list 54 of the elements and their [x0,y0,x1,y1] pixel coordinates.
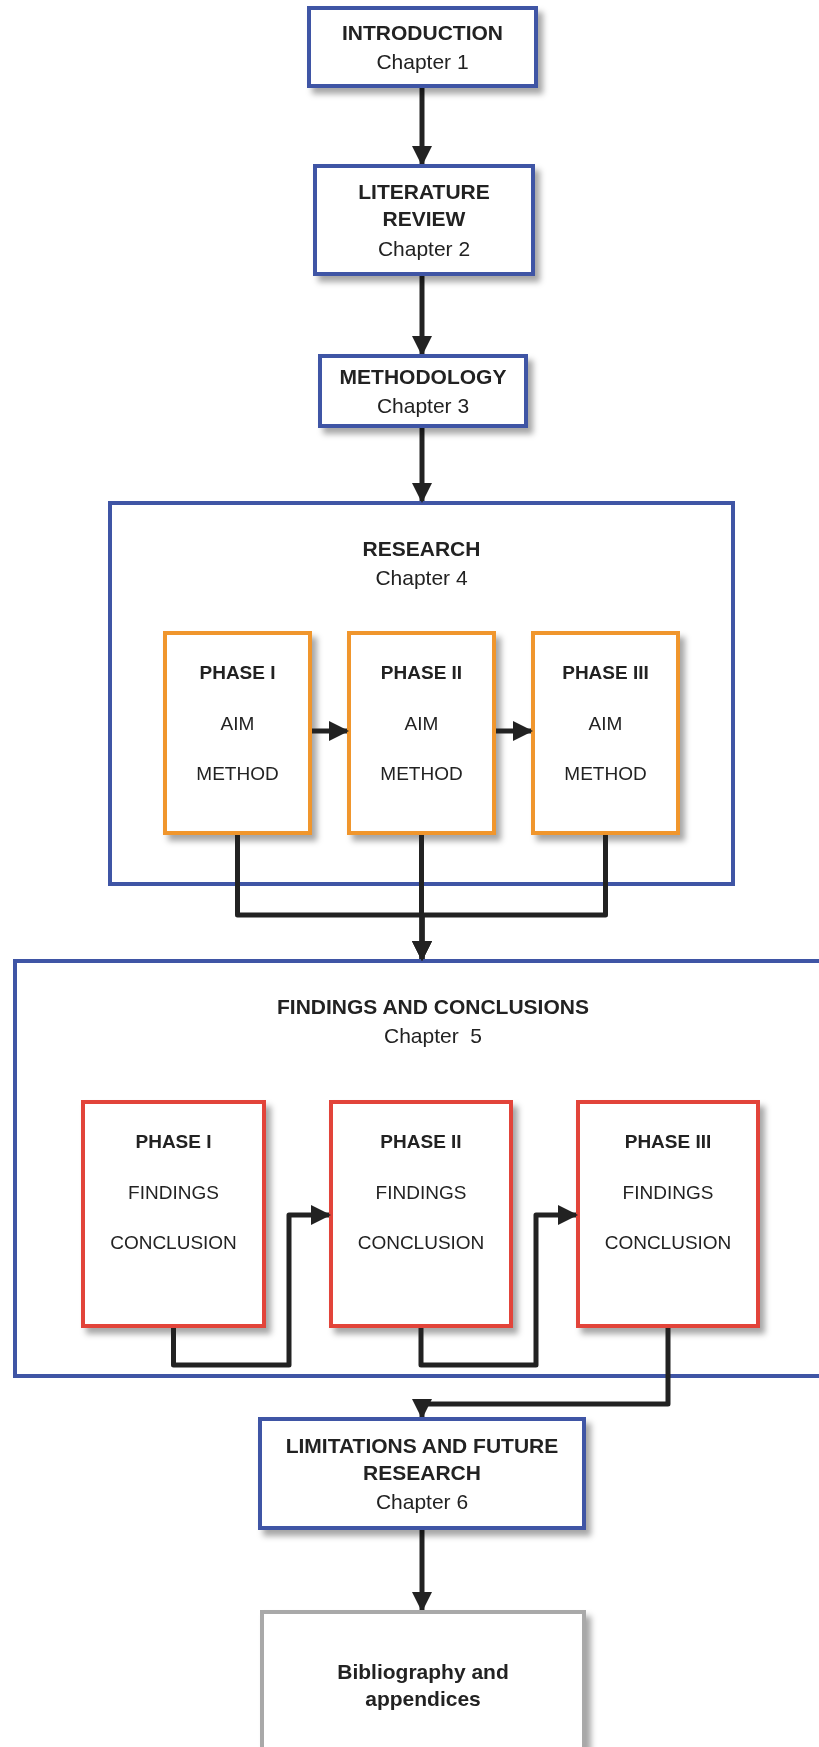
box-text: METHOD [564,762,647,787]
box-heading: Bibliography and appendices [336,1658,510,1712]
box-text: CONCLUSION [357,1231,485,1256]
box-text: AIM [220,711,255,736]
box-heading: PHASE III [624,1130,712,1154]
chapter-group-box [108,501,735,886]
arrow [312,721,349,741]
box-text: FINDINGS [622,1180,714,1205]
box-text: Chapter 5 [383,1023,483,1050]
box-heading: RESEARCH [362,536,481,562]
chapter-group-box [13,959,819,1378]
chapter-box [318,354,528,428]
arrow [412,428,432,503]
box-text: Chapter 1 [376,49,469,75]
box-heading: PHASE I [135,1130,212,1154]
box-heading: FINDINGS AND CONCLUSIONS [277,994,589,1020]
chapter-box [313,164,535,276]
arrow [171,1205,331,1368]
arrow [412,1328,671,1419]
phase-box [81,1100,266,1328]
box-heading: PHASE II [380,661,463,685]
box-text: Chapter 6 [375,1489,469,1516]
box-heading: LIMITATIONS AND FUTURE RESEARCH [284,1432,560,1486]
box-text: Chapter 4 [375,565,468,592]
arrow [412,88,432,166]
box-text: METHOD [196,762,279,787]
arrow [412,1530,432,1612]
box-text: Chapter 2 [377,235,471,262]
arrow [412,835,608,961]
box-heading: METHODOLOGY [339,363,507,390]
box-heading: LITERATURE REVIEW [357,179,491,233]
box-text: CONCLUSION [110,1231,237,1256]
chapter-box [307,6,538,88]
phase-box [329,1100,513,1328]
phase-box [531,631,680,835]
arrow [496,721,533,741]
box-text: AIM [588,711,623,736]
box-text: CONCLUSION [604,1231,732,1256]
box-text: METHOD [380,762,463,787]
phase-box [576,1100,760,1328]
chapter-box [258,1417,586,1530]
box-heading: INTRODUCTION [342,19,503,46]
box-text: Chapter 3 [376,393,470,419]
arrow [412,276,432,356]
end-box [260,1610,586,1747]
box-heading: PHASE I [199,661,276,685]
phase-box [347,631,496,835]
box-text: AIM [404,711,439,736]
box-heading: PHASE II [380,1130,462,1154]
arrow [418,1205,578,1368]
box-text: FINDINGS [375,1180,467,1205]
box-heading: PHASE III [562,661,649,685]
phase-box [163,631,312,835]
box-text: FINDINGS [128,1180,219,1205]
